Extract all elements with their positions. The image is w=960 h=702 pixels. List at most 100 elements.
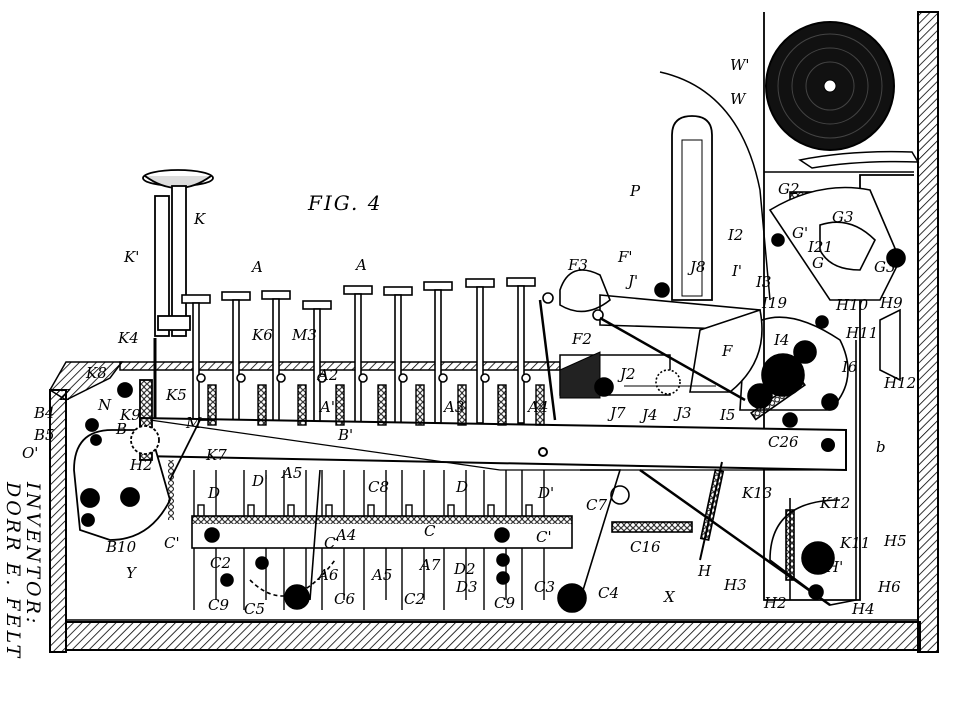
ref-label: K': [123, 248, 139, 266]
key-deck: [119, 351, 671, 399]
ref-label: F3: [567, 256, 588, 274]
ref-label: G2: [778, 180, 800, 198]
ref-label: A: [354, 256, 367, 274]
ref-label: G3: [874, 258, 896, 276]
stem-3: [283, 384, 307, 610]
lower-rack-c: [191, 469, 630, 613]
ref-label: H12: [883, 374, 916, 392]
ref-label: H11: [845, 324, 878, 342]
ref-label: I19: [761, 294, 787, 312]
ref-label: I21: [807, 238, 833, 256]
ref-label: J': [625, 272, 638, 290]
main-lever-b1: [139, 416, 847, 472]
ref-label: B10: [105, 538, 137, 556]
ref-label: D3: [455, 578, 478, 596]
key-6: [383, 286, 413, 424]
ref-label: J2: [617, 365, 636, 383]
ref-label: A5: [280, 464, 302, 482]
key-8: [465, 278, 495, 424]
ref-label: C4: [598, 584, 619, 602]
ref-label: P: [629, 182, 641, 200]
ref-label: I5: [719, 406, 735, 424]
ref-label: C6: [334, 590, 355, 608]
ref-label: B': [337, 426, 353, 444]
ref-label: O': [22, 444, 38, 462]
ref-label: K: [193, 210, 206, 228]
ref-label: H': [825, 558, 843, 576]
ref-label: C': [164, 534, 180, 552]
ref-label: K12: [819, 494, 850, 512]
ref-label: K7: [205, 446, 227, 464]
stem-2: [243, 384, 267, 610]
printing-lever-p: [671, 115, 713, 301]
ref-label: B4: [33, 404, 55, 422]
ref-label: A2: [316, 366, 338, 384]
ref-label: H10: [835, 296, 869, 314]
ref-label: C9: [494, 594, 515, 612]
ref-label: C3: [534, 578, 555, 596]
ref-label: I6: [841, 358, 858, 376]
ref-label: H4: [851, 600, 875, 618]
ref-label: K4: [117, 329, 139, 347]
ref-label: A': [318, 398, 335, 416]
ref-label: A4: [526, 398, 548, 416]
ref-label: W: [730, 90, 747, 108]
ref-label: C26: [768, 433, 799, 451]
key-stems: [193, 384, 545, 610]
ref-label: A3: [442, 398, 464, 416]
ref-label: b: [876, 438, 886, 456]
ref-label: C16: [630, 538, 661, 556]
printing-linkage: [538, 269, 763, 421]
key-9: [506, 277, 536, 424]
ref-label: H2: [129, 456, 153, 474]
ref-label: F: [721, 342, 733, 360]
ref-label: Y: [126, 564, 138, 582]
ref-label: C2: [404, 590, 425, 608]
ref-label: G3: [832, 208, 854, 226]
ref-label: B5: [33, 426, 55, 444]
key-1: [181, 294, 211, 424]
ref-label: G': [792, 224, 808, 242]
ref-label: A5: [370, 566, 392, 584]
ref-label: X: [663, 588, 676, 606]
ref-label: H3: [723, 576, 747, 594]
ref-label: H5: [883, 532, 907, 550]
ref-label: D2: [453, 560, 476, 578]
ref-label: K8: [85, 364, 107, 382]
ref-label: D: [455, 478, 468, 496]
ref-label: C': [324, 534, 340, 552]
ref-label: K6: [251, 326, 273, 344]
ref-label: C5: [244, 600, 265, 618]
ref-label: J3: [673, 404, 692, 422]
key-2: [221, 291, 251, 424]
ref-label: H: [697, 562, 712, 580]
inventor-label: INVENTOR:: [22, 482, 44, 627]
right-mechanism: [611, 186, 906, 607]
ref-label: M: [185, 414, 202, 432]
ref-label: A4: [334, 526, 356, 544]
ref-label: C2: [210, 554, 231, 572]
ref-label: W': [730, 56, 750, 74]
ref-label: I3: [755, 273, 771, 291]
ref-label: H2: [763, 594, 787, 612]
ref-label: D': [537, 484, 554, 502]
key-5: [343, 285, 373, 424]
ref-label: K11: [839, 534, 870, 552]
ref-label: M3: [291, 326, 317, 344]
ref-label: H6: [877, 578, 901, 596]
ref-label: F2: [571, 330, 592, 348]
figure-title: FIG. 4: [307, 191, 382, 215]
ref-label: C9: [208, 596, 229, 614]
ref-label: A6: [316, 566, 339, 584]
stem-6: [401, 384, 425, 610]
ref-label: H9: [879, 294, 903, 312]
ref-label: Z: [59, 386, 71, 404]
inventor-name: DORR E. FELT: [2, 482, 24, 661]
ref-label: D: [207, 484, 220, 502]
ref-label: J4: [639, 406, 658, 424]
ref-label: C7: [586, 496, 607, 514]
ref-label: D': [251, 472, 268, 490]
ref-label: I': [731, 262, 742, 280]
